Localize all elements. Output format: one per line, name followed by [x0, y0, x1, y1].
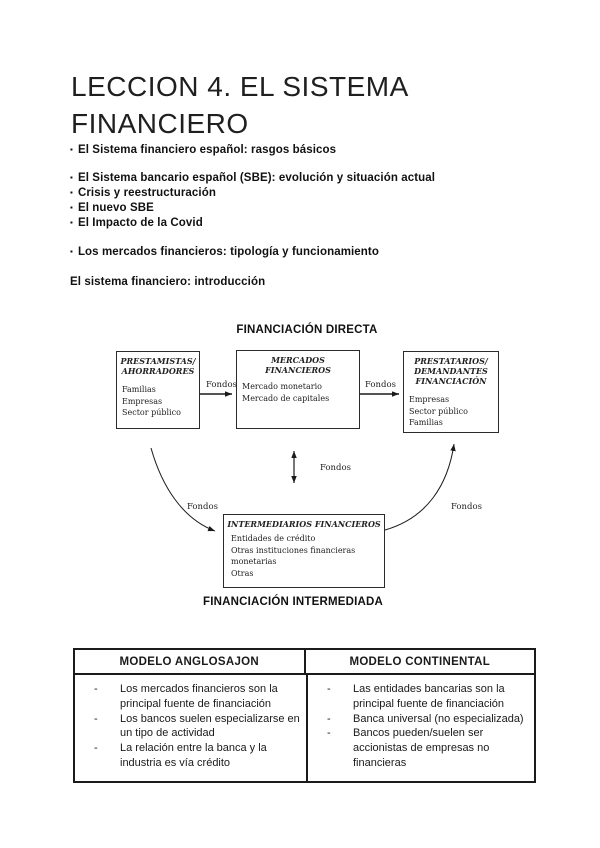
box-items: Empresas Sector público Familias [404, 386, 498, 429]
box-item: Sector público [409, 406, 468, 416]
box-items: Familias Empresas Sector público [117, 376, 199, 419]
dash-marker: - [327, 683, 331, 695]
bullet-text: El Sistema bancario español (SBE): evolu… [77, 172, 436, 184]
diagram-caption-intermediated-financing: FINANCIACIÓN INTERMEDIADA [202, 596, 384, 608]
table-list-item: -Las entidades bancarias son la principa… [318, 682, 535, 712]
flow-label-fondos: Fondos [206, 380, 237, 390]
box-item: Empresas [409, 395, 450, 404]
bullet-marker-icon: ▪ [70, 203, 73, 212]
dash-marker: - [94, 742, 98, 755]
box-item: Otras instituciones financieras monetari… [231, 545, 356, 567]
table-header-continental: MODELO CONTINENTAL [349, 656, 491, 668]
box-item: Empresas [122, 396, 163, 406]
bullet-text: El nuevo SBE [77, 202, 154, 214]
dash-marker: - [327, 727, 331, 740]
banking-models-table: MODELO ANGLOSAJON MODELO CONTINENTAL -Lo… [73, 648, 536, 783]
box-item: Familias [122, 385, 156, 394]
bullet-item: ▪ El nuevo SBE [70, 202, 154, 214]
bullet-text: Crisis y reestructuración [77, 187, 216, 199]
flow-label-fondos: Fondos [365, 380, 396, 390]
table-list-item: -La relación entre la banca y la industr… [85, 741, 302, 771]
table-list-item: -Banca universal (no especializada) [318, 712, 535, 727]
bullet-text: El Impacto de la Covid [77, 217, 203, 229]
table-cell-anglosajon: -Los mercados financieros son la princip… [75, 675, 308, 781]
flow-label-fondos: Fondos [451, 502, 482, 512]
bullet-item: ▪ El Sistema financiero español: rasgos b… [70, 144, 336, 156]
dash-marker: - [327, 712, 331, 725]
table-body-row: -Los mercados financieros son la princip… [75, 675, 534, 781]
dash-marker: - [94, 683, 98, 695]
bullet-text: El Sistema financiero español: rasgos bá… [77, 144, 337, 156]
bullet-marker-icon: ▪ [70, 188, 73, 197]
box-borrowers-demanders: PRESTATARIOS/ DEMANDANTES FINANCIACIÓN E… [403, 351, 499, 433]
box-item: Entidades de crédito [231, 534, 316, 543]
table-list-item: -Los bancos suelen especializarse en un … [85, 712, 302, 742]
bullet-item: ▪ Crisis y reestructuración [70, 187, 216, 199]
box-financial-markets: MERCADOS FINANCIEROS Mercado monetario M… [236, 350, 360, 429]
table-list-item: -Bancos pueden/suelen ser accionistas de… [318, 726, 535, 770]
page-title: LECCION 4. EL SISTEMA FINANCIERO [71, 68, 409, 142]
table-cell-continental: -Las entidades bancarias son la principa… [308, 675, 539, 781]
table-header-row: MODELO ANGLOSAJON MODELO CONTINENTAL [75, 650, 534, 675]
section-subheading: El sistema financiero: introducción [70, 276, 266, 288]
bullet-item: ▪ El Impacto de la Covid [70, 217, 203, 229]
table-list-item: -Los mercados financieros son la princip… [85, 682, 302, 712]
box-item: Mercado monetario [242, 382, 322, 391]
page-title-line1: LECCION 4. EL SISTEMA [71, 71, 409, 102]
bullet-item: ▪ Los mercados financieros: tipología y f… [70, 246, 379, 258]
table-header-anglosajon: MODELO ANGLOSAJON [75, 650, 306, 673]
bullet-item: ▪ El Sistema bancario español (SBE): evol… [70, 172, 435, 184]
diagram-caption-direct-financing: FINANCIACIÓN DIRECTA [236, 324, 378, 336]
box-title: PRESTATARIOS/ DEMANDANTES FINANCIACIÓN [414, 356, 488, 386]
bullet-marker-icon: ▪ [70, 247, 73, 256]
box-items: Mercado monetario Mercado de capitales [237, 375, 359, 404]
dash-marker: - [94, 712, 98, 725]
box-title: MERCADOS FINANCIEROS [265, 355, 331, 375]
box-title: PRESTAMISTAS/ AHORRADORES [120, 356, 196, 376]
bullet-marker-icon: ▪ [70, 173, 73, 182]
box-lenders-savers: PRESTAMISTAS/ AHORRADORES Familias Empre… [116, 351, 200, 429]
box-items: Entidades de crédito Otras instituciones… [224, 529, 384, 579]
bullet-marker-icon: ▪ [70, 145, 73, 154]
bullet-marker-icon: ▪ [70, 218, 73, 227]
box-item: Otras [231, 568, 254, 578]
arrow-intermediaries-to-borrowers [384, 443, 456, 531]
box-title: INTERMEDIARIOS FINANCIEROS [227, 519, 381, 529]
box-item: Mercado de capitales [242, 393, 330, 403]
box-financial-intermediaries: INTERMEDIARIOS FINANCIEROS Entidades de … [223, 514, 385, 588]
arrow-lenders-to-intermediaries [150, 447, 216, 532]
box-item: Sector público [122, 408, 181, 417]
bullet-text: Los mercados financieros: tipología y fu… [77, 246, 379, 258]
page-title-line2: FINANCIERO [71, 108, 249, 139]
flow-label-fondos: Fondos [320, 463, 351, 473]
box-item: Familias [409, 418, 443, 427]
flow-label-fondos: Fondos [187, 502, 218, 512]
